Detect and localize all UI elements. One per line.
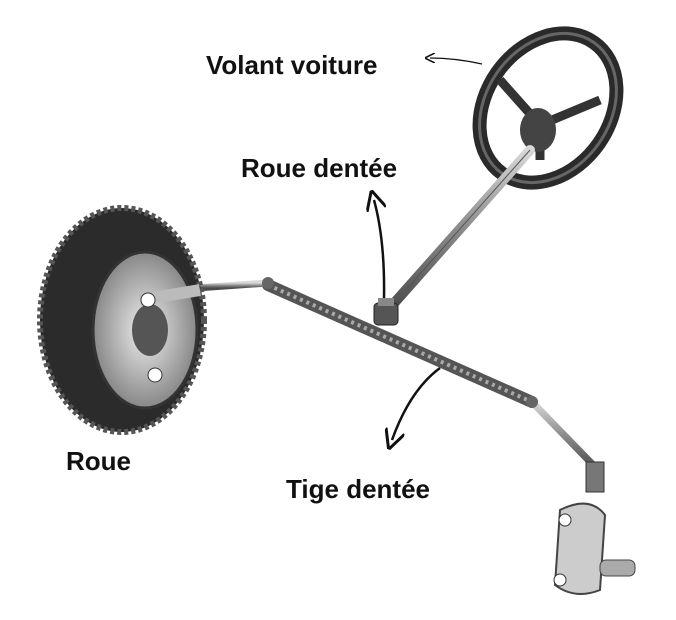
steering-knuckle [553, 461, 636, 595]
tie-rod-left [195, 279, 269, 292]
label-steering-wheel: Volant voiture [206, 50, 378, 80]
label-wheel: Roue [66, 446, 131, 476]
arrow-gear-wheel-icon [374, 200, 384, 299]
label-rack: Tige dentée [286, 474, 431, 504]
rack [262, 279, 538, 408]
tie-rod-right [529, 399, 601, 473]
wheel [37, 205, 207, 435]
steering-wheel [472, 26, 624, 190]
label-gear-wheel: Roue dentée [241, 153, 398, 183]
arrow-steering-wheel-icon [430, 58, 483, 65]
arrow-rack-icon [392, 366, 441, 440]
pinion-gear [373, 298, 399, 326]
